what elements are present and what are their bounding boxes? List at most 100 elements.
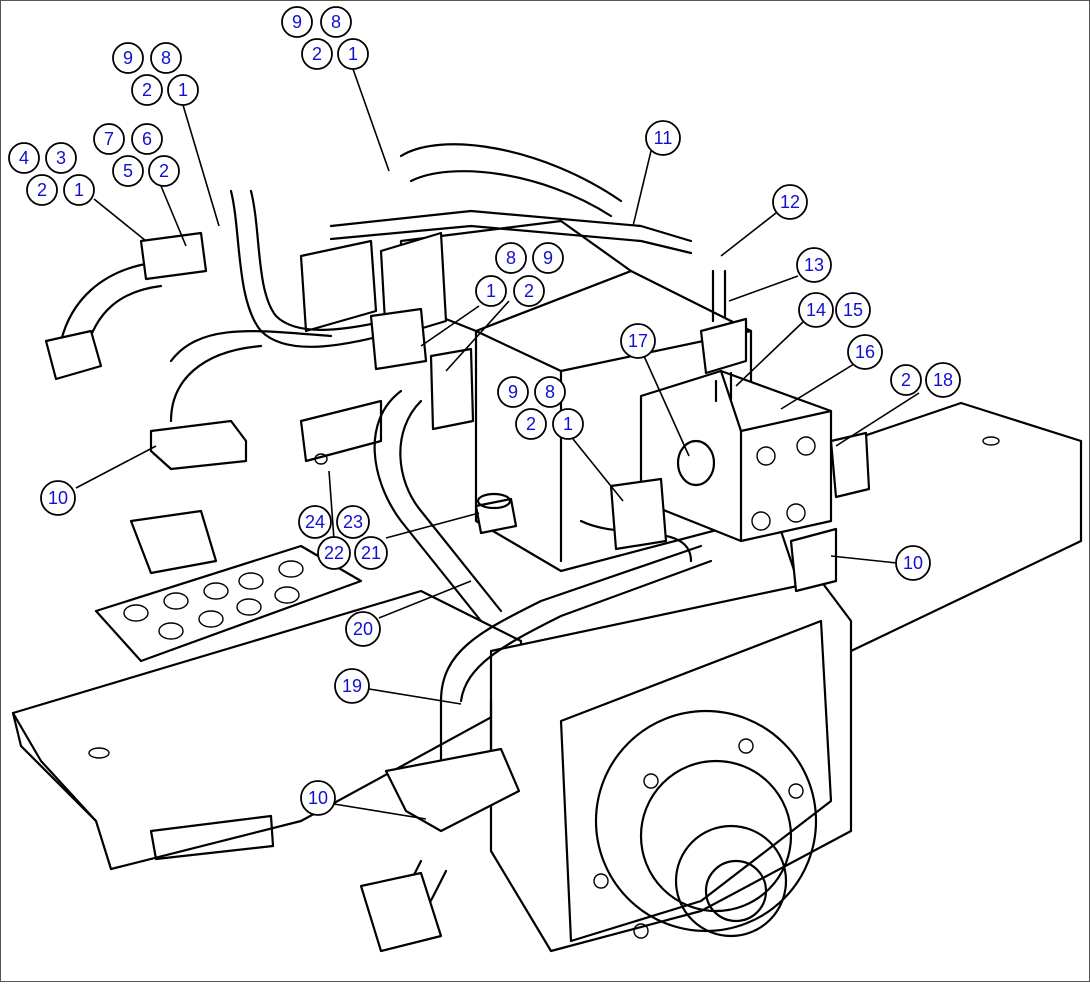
svg-text:2: 2 <box>159 161 169 181</box>
svg-text:21: 21 <box>361 543 381 563</box>
flange-left <box>139 231 208 281</box>
port-fitting <box>676 439 716 487</box>
callout-16: 16 <box>847 334 883 370</box>
svg-text:3: 3 <box>56 148 66 168</box>
hose-11 <box>329 209 693 243</box>
svg-text:9: 9 <box>292 12 302 32</box>
svg-text:2: 2 <box>524 281 534 301</box>
callout-19: 19 <box>334 668 370 704</box>
svg-text:10: 10 <box>48 488 68 508</box>
svg-text:2: 2 <box>37 180 47 200</box>
callout-24: 24 <box>298 505 332 539</box>
svg-text:13: 13 <box>804 255 824 275</box>
callout-2: 2 <box>131 74 163 106</box>
callout-20: 20 <box>345 611 381 647</box>
perforated-plate <box>94 544 363 663</box>
callout-2: 2 <box>148 155 180 187</box>
callout-9: 9 <box>281 6 313 38</box>
svg-text:17: 17 <box>628 331 648 351</box>
hose-outlet-left <box>59 261 153 343</box>
svg-text:14: 14 <box>806 300 826 320</box>
svg-text:8: 8 <box>506 248 516 268</box>
callout-8: 8 <box>534 376 566 408</box>
callout-10: 10 <box>300 780 336 816</box>
callout-3: 3 <box>45 142 77 174</box>
callout-12: 12 <box>772 184 808 220</box>
callout-2: 2 <box>890 364 922 396</box>
callout-2: 2 <box>515 408 547 440</box>
svg-text:1: 1 <box>178 80 188 100</box>
leader-lines <box>75 68 920 820</box>
svg-text:1: 1 <box>563 414 573 434</box>
hose-19 <box>373 389 483 623</box>
coupling-mid-left <box>129 509 218 575</box>
callout-22: 22 <box>317 536 351 570</box>
callout-18: 18 <box>925 362 961 398</box>
coupling-bottom <box>359 871 443 953</box>
svg-text:12: 12 <box>780 192 800 212</box>
housing-face <box>559 619 833 943</box>
callout-23: 23 <box>336 505 370 539</box>
callout-9: 9 <box>497 376 529 408</box>
callout-13: 13 <box>796 247 832 283</box>
svg-text:9: 9 <box>123 48 133 68</box>
svg-text:7: 7 <box>104 129 114 149</box>
svg-text:24: 24 <box>305 512 325 532</box>
callout-8: 8 <box>495 242 527 274</box>
svg-text:9: 9 <box>543 248 553 268</box>
assembly-drawing <box>11 143 1083 953</box>
callout-5: 5 <box>112 155 144 187</box>
svg-text:23: 23 <box>343 512 363 532</box>
callout-9: 9 <box>112 42 144 74</box>
svg-text:18: 18 <box>933 370 953 390</box>
callouts: 9 8 2 1 9 8 2 1 7 6 5 2 4 3 2 1 11 12 13… <box>8 6 961 816</box>
svg-text:2: 2 <box>142 80 152 100</box>
callout-1: 1 <box>63 174 95 206</box>
svg-text:4: 4 <box>19 148 29 168</box>
svg-text:1: 1 <box>348 44 358 64</box>
svg-text:6: 6 <box>142 129 152 149</box>
clamp-bracket-right <box>789 527 838 593</box>
hose-top <box>399 143 623 203</box>
svg-text:1: 1 <box>486 281 496 301</box>
clamp-bracket-bottom <box>384 747 521 833</box>
svg-text:8: 8 <box>545 382 555 402</box>
callout-2: 2 <box>301 38 333 70</box>
svg-text:20: 20 <box>353 619 373 639</box>
svg-text:2: 2 <box>312 44 322 64</box>
callout-8: 8 <box>320 6 352 38</box>
coupling-upper-left <box>44 329 103 381</box>
pulley <box>674 824 788 938</box>
callout-9: 9 <box>532 242 564 274</box>
callout-1: 1 <box>552 408 584 440</box>
callout-6: 6 <box>131 123 163 155</box>
svg-text:1: 1 <box>74 180 84 200</box>
svg-text:9: 9 <box>508 382 518 402</box>
callout-10: 10 <box>895 545 931 581</box>
callout-15: 15 <box>835 292 871 328</box>
svg-text:8: 8 <box>331 12 341 32</box>
callout-21: 21 <box>354 536 388 570</box>
frame-slot <box>149 814 275 861</box>
flange-lower <box>609 477 668 551</box>
callout-10: 10 <box>40 480 76 516</box>
svg-text:8: 8 <box>161 48 171 68</box>
callout-14: 14 <box>798 292 834 328</box>
svg-text:2: 2 <box>901 370 911 390</box>
svg-text:16: 16 <box>855 342 875 362</box>
callout-2: 2 <box>26 174 58 206</box>
callout-1: 1 <box>475 275 507 307</box>
svg-text:11: 11 <box>654 128 673 148</box>
svg-text:5: 5 <box>123 161 133 181</box>
svg-text:19: 19 <box>342 676 362 696</box>
hose-mid-left <box>169 330 333 363</box>
svg-text:10: 10 <box>903 553 923 573</box>
callout-7: 7 <box>93 123 125 155</box>
cylinder-left <box>299 239 378 333</box>
callout-17: 17 <box>620 323 656 359</box>
frame-plate-left <box>11 589 523 871</box>
callout-8: 8 <box>150 42 182 74</box>
svg-text:22: 22 <box>324 543 344 563</box>
